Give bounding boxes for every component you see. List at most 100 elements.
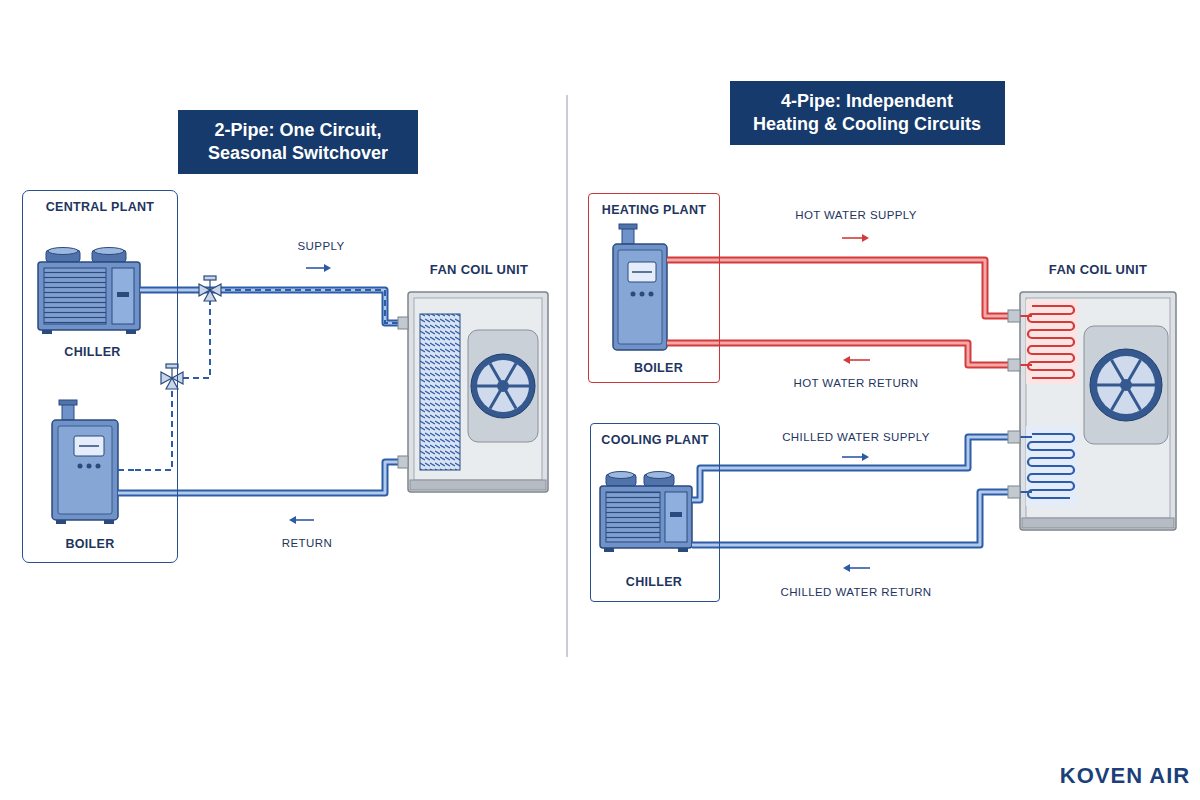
chiller-illustration [112,268,134,324]
chiller-illustration [678,548,688,552]
chiller-illustration [48,248,78,255]
pipe-stroke [135,462,408,493]
equipment-unit: BOILER [45,400,135,552]
flow-arrow [296,519,314,521]
fan-coil-illustration [1008,359,1020,371]
plant-group-box: COOLING PLANT CHILLER [590,423,720,602]
chiller-illustration [38,248,140,335]
boiler-illustration [62,404,74,420]
boiler-illustration [59,400,77,405]
fan-coil-illustration [1097,360,1155,410]
flow-arrow [843,356,850,364]
flow-arrow [843,564,850,572]
chiller-illustration [670,512,682,517]
fan-coil-illustration [1084,326,1168,444]
fan-coil-illustration [1028,306,1074,378]
equipment-unit: BOILER [605,222,712,376]
fan-coil-illustration [1008,292,1176,530]
fan-coil-illustration [1090,349,1162,421]
boiler-illustration [58,426,112,514]
chiller-illustration [94,248,124,255]
boiler-illustration [613,244,667,350]
pipe-stroke [712,260,1020,316]
three-way-valve [166,364,178,368]
equipment-label: CHILLER [626,575,682,589]
boiler-illustration [79,445,99,447]
three-way-valve [199,276,221,301]
pipe-label: HOT WATER RETURN [790,377,921,389]
pipe-label: SUPPLY [295,240,348,252]
pipe-label: HOT WATER SUPPLY [792,209,920,221]
boiler-illustration [52,420,118,520]
pipe-stub [667,340,712,347]
flow-arrow [306,264,331,272]
title-banner: 4-Pipe: Independent Heating & Cooling Ci… [730,81,1005,146]
boiler-illustration [632,271,652,273]
flow-arrow [850,567,870,569]
fan-coil-illustration [1026,426,1078,506]
pipe-label: CHILLED WATER SUPPLY [779,431,933,443]
boiler-illustration [56,520,66,524]
flow-arrow [842,456,862,458]
fan-coil-illustration [1028,434,1074,498]
chiller-illustration [646,472,672,479]
plant-group-box: CENTRAL PLANTCHILLERBOILER [22,190,178,563]
equipment-label: BOILER [65,537,114,551]
three-way-valve [171,368,172,378]
water-pipe [712,343,1020,365]
fan-coil-illustration [398,317,408,329]
group-heading: CENTRAL PLANT [46,200,155,214]
fan-coil-illustration [398,292,548,492]
unit-label: FAN COIL UNIT [430,262,528,277]
boiler-illustration [613,224,667,350]
chiller-illustration [38,262,140,330]
fan-coil-illustration [477,360,529,412]
boiler-illustration [87,464,92,469]
chiller-illustration [117,292,129,297]
fan-coil-illustration [1020,437,1032,492]
pipe-stroke [712,343,1020,365]
equipment-unit: CHILLER [596,458,712,590]
panel-divider [566,95,568,657]
pipe-stroke [150,290,408,323]
unit-label: FAN COIL UNIT [1049,262,1147,277]
flow-arrow [306,267,324,269]
pipe-stub [667,260,712,343]
fan-coil-illustration [420,314,460,470]
flow-arrow [862,234,869,242]
pipe-stub [140,290,150,291]
pipe-stub [118,469,135,471]
pipe-stroke [712,492,1020,545]
pipe-stub [692,544,712,547]
pipe-stub [667,257,712,264]
pipe-stub [667,259,712,262]
fan-coil-illustration [1120,379,1132,391]
pipe-stub [118,492,135,495]
flow-arrow [842,453,869,461]
three-way-valve [209,280,210,290]
pipe-stub [667,342,712,345]
brand-watermark: KOVEN AIR [1060,763,1190,789]
group-heading: COOLING PLANT [601,433,708,447]
pipe-stroke [150,290,408,323]
title-text: 2-Pipe: One Circuit, Seasonal Switchover [197,119,399,166]
three-way-valve [166,378,178,389]
three-way-valve [204,290,216,301]
pipe-stroke [712,260,1020,316]
pipe-stub [692,468,712,500]
flow-arrow [850,359,870,361]
boiler-illustration [618,250,662,344]
equipment-label: BOILER [634,361,683,375]
chiller-illustration [126,330,136,334]
boiler-illustration [631,292,636,297]
fan-coil-illustration [471,354,535,418]
water-pipe [712,492,1020,545]
flow-arrow [842,234,869,242]
fan-coil-illustration [1022,518,1174,528]
boiler-illustration [52,400,118,524]
pipe-stub [692,468,712,545]
pipe-stroke [712,492,1020,545]
group-heading: HEATING PLANT [602,203,706,217]
